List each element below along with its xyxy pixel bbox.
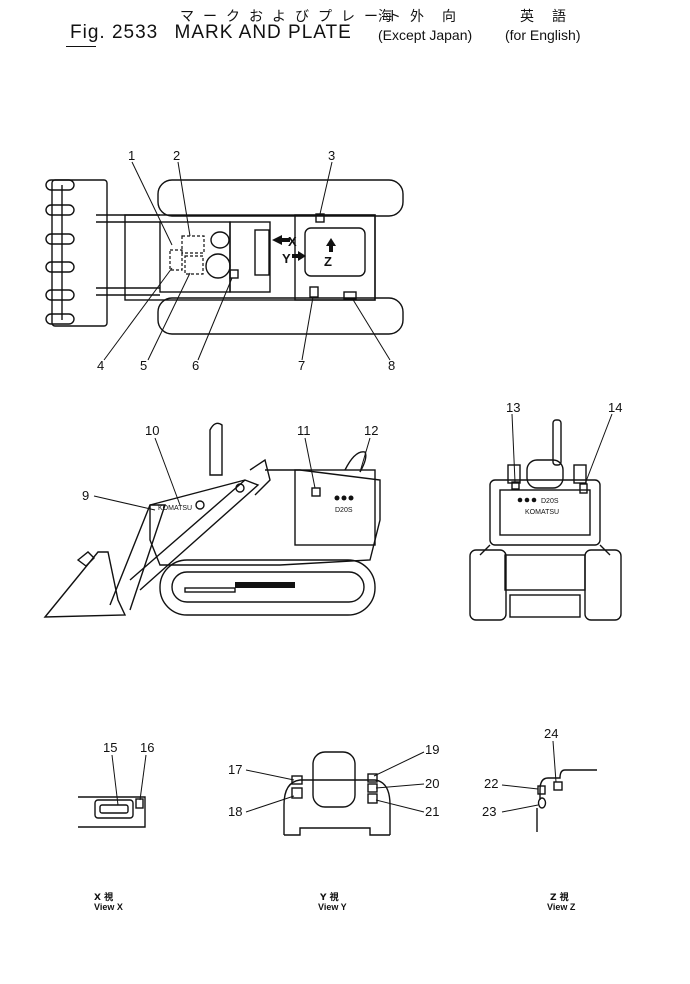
callout-10: 10 xyxy=(145,423,159,438)
right-track xyxy=(157,297,404,335)
bucket xyxy=(43,551,127,618)
view-x: 15 16 X 視 View X xyxy=(78,740,154,912)
header-language: (for English) xyxy=(505,27,581,43)
plate-19 xyxy=(367,773,378,783)
view-x-arrow: X xyxy=(272,234,297,249)
callout-6: 6 xyxy=(192,358,199,373)
top-view-callouts: 1 2 3 4 5 6 7 8 xyxy=(97,148,395,373)
plate-14 xyxy=(579,483,588,494)
dozer-blade xyxy=(45,179,108,327)
svg-text:Y: Y xyxy=(282,251,291,266)
callout-19: 19 xyxy=(425,742,439,757)
plate-24 xyxy=(553,781,563,791)
svg-text:D20S: D20S xyxy=(335,507,353,514)
plate-11 xyxy=(311,487,321,497)
callout-15: 15 xyxy=(103,740,117,755)
view-z-label: View Z xyxy=(547,902,576,912)
svg-text:D20S: D20S xyxy=(541,498,559,505)
callout-20: 20 xyxy=(425,776,439,791)
view-y-arrow: Y xyxy=(282,251,306,266)
view-z-arrow: Z xyxy=(324,238,336,269)
callout-24: 24 xyxy=(544,726,558,741)
plate-13 xyxy=(511,481,520,490)
header-title-row: Fig. 2533 MARK AND PLATE xyxy=(70,22,362,44)
plate-20 xyxy=(367,783,378,793)
view-z: 24 22 23 Z 視 View Z xyxy=(482,726,597,912)
rear-left-track xyxy=(469,549,507,621)
side-view-callouts: 9 10 11 12 xyxy=(82,423,378,511)
left-track xyxy=(157,179,404,217)
callout-5: 5 xyxy=(140,358,147,373)
callout-11: 11 xyxy=(297,423,311,438)
header-jp-title: マークおよびプレート xyxy=(180,8,410,24)
plate-22 xyxy=(537,785,546,795)
callout-22: 22 xyxy=(484,776,498,791)
callout-4: 4 xyxy=(97,358,104,373)
plate-16 xyxy=(135,798,144,809)
callout-13: 13 xyxy=(506,400,520,415)
plate-5-outline xyxy=(184,255,204,275)
plate-8 xyxy=(343,291,357,300)
view-x-label: View X xyxy=(94,902,123,912)
plate-2-outline xyxy=(181,235,205,254)
rear-right-track xyxy=(584,549,622,621)
callout-18: 18 xyxy=(228,804,242,819)
top-view: X Y Z xyxy=(45,179,404,335)
view-y-jp: Y 視 xyxy=(319,891,339,903)
callout-17: 17 xyxy=(228,762,242,777)
side-view: KOMATSU D20S xyxy=(43,422,381,618)
view-y: 17 18 19 20 21 Y 視 View Y xyxy=(228,742,439,912)
svg-text:X: X xyxy=(288,234,297,249)
plate-7 xyxy=(309,286,319,298)
header-jp-region: 海外向 xyxy=(378,8,474,24)
callout-3: 3 xyxy=(328,148,335,163)
figure-title: MARK AND PLATE xyxy=(174,22,352,43)
header-region: (Except Japan) xyxy=(378,27,473,43)
plate-4-outline xyxy=(169,249,183,271)
callout-21: 21 xyxy=(425,804,439,819)
rear-view-callouts: 13 14 xyxy=(506,400,622,485)
rear-model-plate: D20S xyxy=(517,497,559,505)
callout-7: 7 xyxy=(298,358,305,373)
rear-brand-plate: KOMATSU xyxy=(525,509,559,516)
air-cleaner xyxy=(344,451,367,473)
side-track xyxy=(159,559,376,616)
header-jp-language: 英語 xyxy=(520,8,584,24)
side-brand-plate: KOMATSU xyxy=(158,505,192,512)
view-z-jp: Z 視 xyxy=(550,891,569,903)
exhaust-stack xyxy=(209,422,223,476)
plate-18 xyxy=(291,787,303,799)
plate-21 xyxy=(367,793,378,804)
figure-number: Fig. 2533 xyxy=(70,22,159,43)
plate-6 xyxy=(229,269,239,279)
title-underline xyxy=(66,46,96,47)
view-y-label: View Y xyxy=(318,902,347,912)
callout-14: 14 xyxy=(608,400,622,415)
rear-view: D20S KOMATSU xyxy=(469,419,622,621)
view-x-jp: X 視 xyxy=(94,891,113,903)
callout-2: 2 xyxy=(173,148,180,163)
callout-12: 12 xyxy=(364,423,378,438)
callout-23: 23 xyxy=(482,804,496,819)
svg-text:Z: Z xyxy=(324,254,332,269)
plate-23 xyxy=(537,797,547,809)
callout-9: 9 xyxy=(82,488,89,503)
side-model-plate: D20S xyxy=(334,495,354,514)
callout-16: 16 xyxy=(140,740,154,755)
callout-1: 1 xyxy=(128,148,135,163)
callout-8: 8 xyxy=(388,358,395,373)
plate-15 xyxy=(94,799,134,819)
